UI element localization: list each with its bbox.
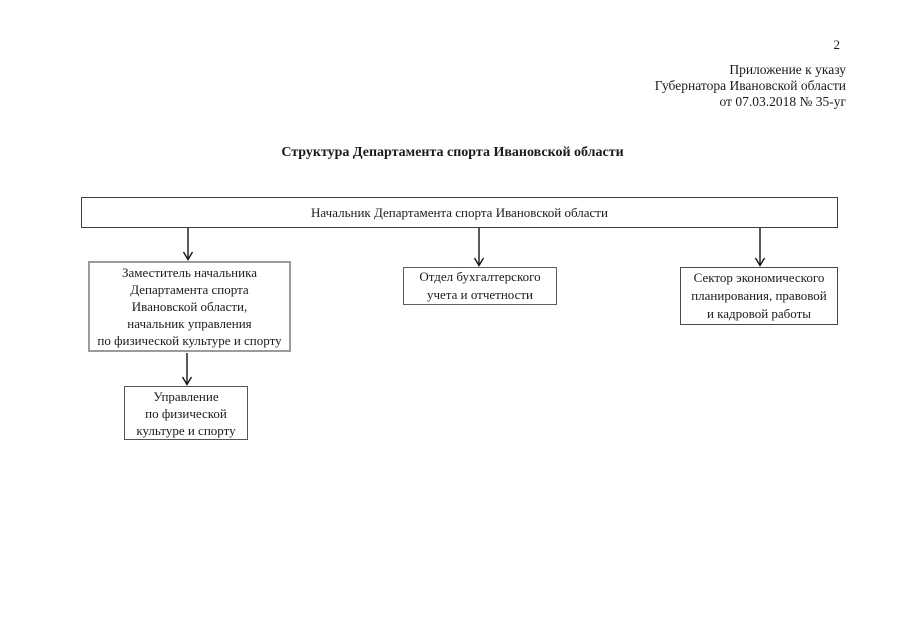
org-box-accounting-dept: Отдел бухгалтерского учета и отчетности: [403, 267, 557, 305]
org-box-physical-culture-dept: Управление по физической культуре и спор…: [124, 386, 248, 440]
arrow-deputy-to-fcs: [181, 353, 193, 386]
appendix-reference: Приложение к указу Губернатора Ивановско…: [654, 62, 846, 109]
page-number: 2: [833, 37, 841, 52]
arrow-head-to-accounting: [473, 228, 485, 267]
org-box-economic-sector: Сектор экономического планирования, прав…: [680, 267, 838, 325]
arrow-head-to-economic: [754, 228, 766, 267]
org-box-department-head: Начальник Департамента спорта Ивановской…: [81, 197, 838, 228]
org-box-deputy-head: Заместитель начальника Департамента спор…: [88, 261, 291, 352]
page-title: Структура Департамента спорта Ивановской…: [281, 145, 624, 160]
arrow-head-to-deputy: [182, 228, 194, 261]
